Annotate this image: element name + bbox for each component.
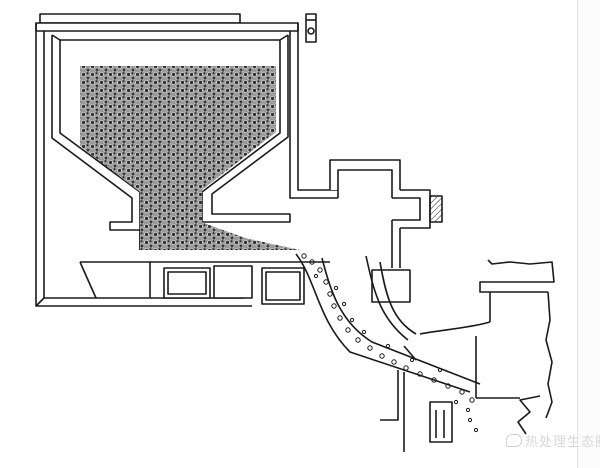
coal-pellet-fill: [80, 66, 300, 250]
side-support-block: [380, 370, 453, 452]
falling-pellet-stream: [301, 253, 479, 433]
side-duct: [329, 159, 443, 268]
watermark-text: 热处理生态圈: [525, 435, 600, 450]
chat-bubble-icon: [506, 434, 522, 447]
page-right-margin: [577, 0, 600, 468]
hopper-top-cap: [35, 13, 317, 43]
feeder-housing: [79, 261, 411, 305]
watermark: 热处理生态圈: [506, 431, 600, 450]
hopper-inner-cone: [51, 34, 291, 250]
boiler-wall: [419, 259, 555, 435]
discharge-chute: [295, 253, 481, 393]
